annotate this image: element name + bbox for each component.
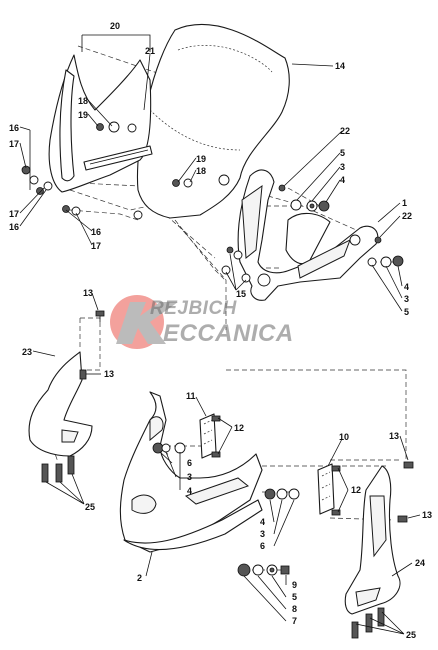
part-1-mounting-frame xyxy=(237,169,379,301)
callout-3: 3 xyxy=(260,529,266,539)
callout-16: 16 xyxy=(9,222,20,232)
callout-13: 13 xyxy=(389,431,400,441)
callout-24: 24 xyxy=(415,558,426,568)
callout-13: 13 xyxy=(83,288,94,298)
callout-17: 17 xyxy=(9,209,20,219)
callout-16: 16 xyxy=(91,227,102,237)
callout-5: 5 xyxy=(292,592,298,602)
callout-4: 4 xyxy=(187,486,193,496)
callout-19: 19 xyxy=(196,154,207,164)
callout-25: 25 xyxy=(85,502,96,512)
callout-11: 11 xyxy=(186,391,196,401)
part-24-right-side-panel xyxy=(344,465,401,615)
part-21-trim-strip xyxy=(83,145,153,171)
leader-lines xyxy=(19,34,421,635)
callout-21: 21 xyxy=(145,46,156,56)
callout-22: 22 xyxy=(340,126,351,136)
callout-8: 8 xyxy=(292,604,298,614)
callout-15: 15 xyxy=(236,289,247,299)
part-2-lower-fairing xyxy=(119,391,263,553)
callout-19: 19 xyxy=(78,110,89,120)
callout-4: 4 xyxy=(260,517,266,527)
callout-17: 17 xyxy=(91,241,102,251)
callout-17: 17 xyxy=(9,139,20,149)
callout-7: 7 xyxy=(292,616,298,626)
callout-18: 18 xyxy=(196,166,207,176)
watermark-text-line2: ECCANICA xyxy=(163,320,294,347)
callout-16: 16 xyxy=(9,123,20,133)
callout-22: 22 xyxy=(402,211,413,221)
callout-5: 5 xyxy=(404,307,410,317)
callout-4: 4 xyxy=(340,175,346,185)
callout-3: 3 xyxy=(340,162,346,172)
callout-14: 14 xyxy=(335,61,346,71)
callout-5: 5 xyxy=(340,148,346,158)
callout-2: 2 xyxy=(137,573,143,583)
watermark-logo xyxy=(110,295,178,349)
watermark-text-line1: REJBICH xyxy=(150,298,237,319)
part-23-left-side-panel xyxy=(28,351,93,457)
part-10-reflector xyxy=(317,463,335,515)
callout-20: 20 xyxy=(110,21,121,31)
callout-1: 1 xyxy=(402,198,408,208)
hardware-fasteners xyxy=(21,121,414,639)
callout-13: 13 xyxy=(422,510,433,520)
callout-6: 6 xyxy=(187,458,193,468)
callout-18: 18 xyxy=(78,96,89,106)
callout-10: 10 xyxy=(339,432,350,442)
callout-6: 6 xyxy=(260,541,266,551)
callout-13: 13 xyxy=(104,369,115,379)
callout-4: 4 xyxy=(404,282,410,292)
callout-25: 25 xyxy=(406,630,417,640)
callout-9: 9 xyxy=(292,580,298,590)
callout-3: 3 xyxy=(404,294,410,304)
callout-12: 12 xyxy=(234,423,245,433)
logo-k-glyph xyxy=(116,302,178,344)
callout-12: 12 xyxy=(351,485,362,495)
callout-23: 23 xyxy=(22,347,33,357)
callout-3: 3 xyxy=(187,472,193,482)
